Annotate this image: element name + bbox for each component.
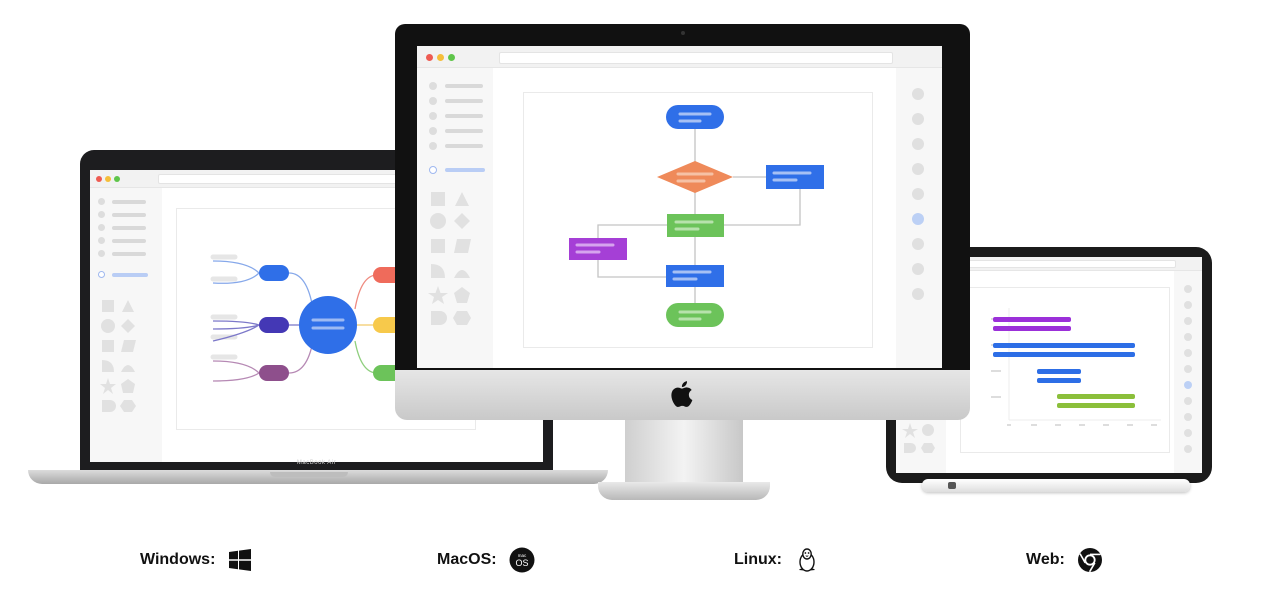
shape-palette[interactable]: [96, 294, 154, 424]
tool-button[interactable]: [1184, 413, 1192, 421]
gantt-bar: [1057, 394, 1135, 399]
tool-button[interactable]: [1184, 317, 1192, 325]
stylus-band: [948, 482, 956, 489]
gantt-bar: [993, 317, 1071, 322]
tool-button[interactable]: [1184, 445, 1192, 453]
mindmap-diagram: [210, 254, 413, 382]
gantt-chart: [991, 308, 1161, 426]
flowchart-end-node: [666, 303, 724, 327]
laptop-model-label: MacBook Air: [296, 460, 337, 466]
tool-button[interactable]: [912, 263, 924, 275]
mindmap-node: [259, 365, 289, 381]
minimize-window-button[interactable]: [105, 176, 111, 182]
address-bar[interactable]: [956, 260, 1176, 268]
flowchart-canvas[interactable]: [523, 92, 873, 348]
linux-icon: [794, 547, 820, 573]
tool-button[interactable]: [912, 288, 924, 300]
left-sidebar: [417, 68, 493, 368]
tablet-titlebar: [896, 257, 1202, 271]
flowchart-process-node: [667, 214, 724, 237]
gantt-bar: [1037, 378, 1081, 383]
tool-button[interactable]: [912, 138, 924, 150]
shape-palette[interactable]: [900, 421, 940, 461]
stylus-pencil: [922, 479, 1190, 492]
tool-button[interactable]: [1184, 349, 1192, 357]
platform-web[interactable]: Web:: [1026, 546, 1103, 574]
platform-label: Web:: [1026, 551, 1065, 568]
close-window-button[interactable]: [426, 54, 433, 61]
desktop-app-window: [417, 46, 942, 368]
gantt-bar: [993, 352, 1135, 357]
laptop-hinge-notch: [270, 472, 348, 477]
mindmap-node: [259, 265, 289, 281]
flowchart-diagram: [569, 105, 824, 327]
left-sidebar: [90, 188, 162, 462]
flowchart-process-node: [569, 238, 627, 260]
monitor-bezel: [395, 24, 970, 372]
gantt-canvas[interactable]: [960, 287, 1170, 453]
platform-label: Windows:: [140, 551, 216, 568]
tool-button[interactable]: [1184, 429, 1192, 437]
close-window-button[interactable]: [96, 176, 102, 182]
right-toolbar: [896, 68, 942, 368]
tool-button[interactable]: [912, 163, 924, 175]
flowchart-process-node: [666, 265, 724, 287]
tool-button[interactable]: [1184, 285, 1192, 293]
platform-label: Linux:: [734, 551, 782, 568]
laptop-base: [28, 470, 608, 484]
tool-button[interactable]: [1184, 397, 1192, 405]
maximize-window-button[interactable]: [448, 54, 455, 61]
gantt-bar: [1057, 403, 1135, 408]
tool-button[interactable]: [1184, 333, 1192, 341]
flowchart-start-node: [666, 105, 724, 129]
flowchart-decision-node: [657, 161, 733, 193]
gantt-bar: [1037, 369, 1081, 374]
address-bar[interactable]: [499, 52, 893, 64]
platform-macos[interactable]: MacOS: mac OS: [437, 546, 535, 574]
apple-logo-icon: [671, 381, 693, 407]
minimize-window-button[interactable]: [437, 54, 444, 61]
mindmap-central-node: [299, 296, 357, 354]
mindmap-node: [259, 317, 289, 333]
right-toolbar: [1174, 271, 1202, 473]
monitor-stand-foot: [598, 482, 770, 500]
gantt-bar: [993, 343, 1135, 348]
maximize-window-button[interactable]: [114, 176, 120, 182]
platform-label: MacOS:: [437, 551, 497, 568]
tool-button-active[interactable]: [912, 213, 924, 225]
svg-text:OS: OS: [515, 558, 528, 568]
tool-button[interactable]: [912, 238, 924, 250]
tool-button-active[interactable]: [1184, 381, 1192, 389]
tool-button[interactable]: [912, 88, 924, 100]
windows-icon: [227, 547, 253, 573]
platform-windows[interactable]: Windows:: [140, 546, 253, 574]
tool-button[interactable]: [912, 113, 924, 125]
desktop-titlebar: [417, 46, 942, 68]
tool-button[interactable]: [1184, 365, 1192, 373]
camera-dot: [681, 31, 685, 35]
tool-button[interactable]: [1184, 301, 1192, 309]
tool-button[interactable]: [912, 188, 924, 200]
svg-text:mac: mac: [517, 553, 526, 558]
gantt-bar: [993, 326, 1071, 331]
platform-linux[interactable]: Linux:: [734, 546, 820, 574]
flowchart-process-node: [766, 165, 824, 189]
shape-palette[interactable]: [425, 186, 487, 336]
chrome-icon: [1077, 547, 1103, 573]
macos-icon: mac OS: [509, 547, 535, 573]
monitor-stand-neck: [625, 420, 743, 482]
